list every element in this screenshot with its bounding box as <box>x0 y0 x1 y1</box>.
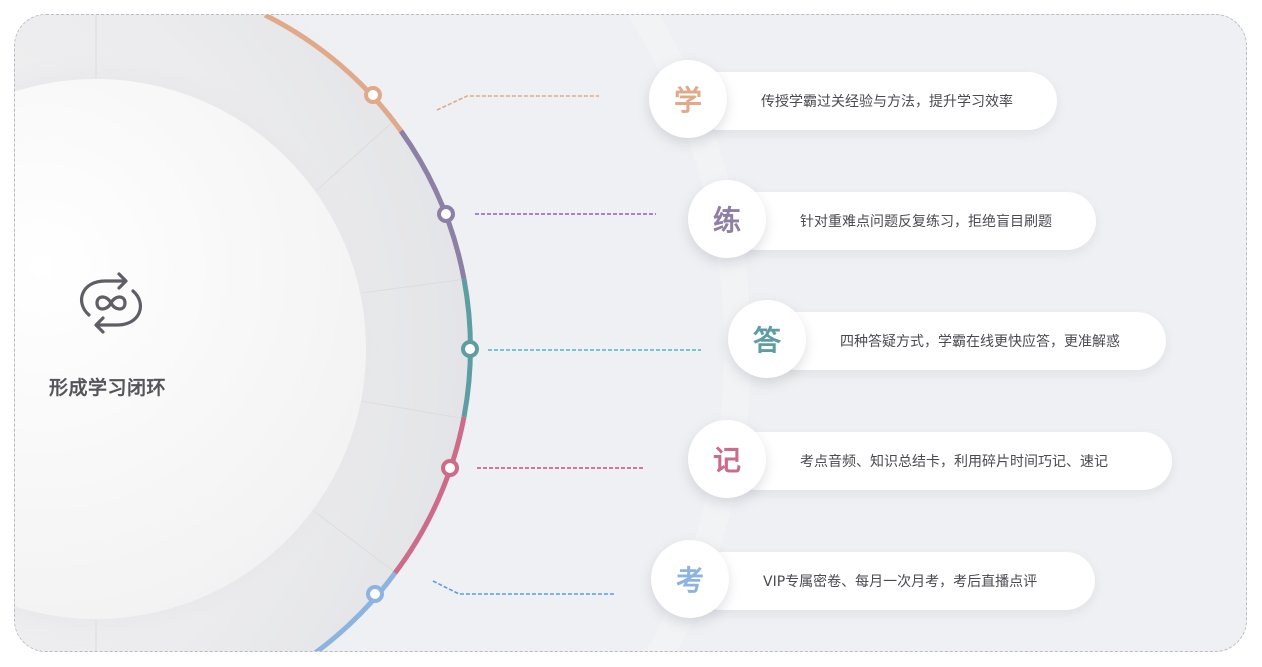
item-description: 四种答疑方式，学霸在线更快应答，更准解惑 <box>840 334 1120 350</box>
badge-learn: 学 <box>649 60 727 138</box>
node-practice <box>437 205 455 223</box>
badge-answer: 答 <box>728 300 806 378</box>
item-description-pill: 传授学霸过关经验与方法，提升学习效率 <box>689 72 1057 130</box>
node-answer <box>461 340 479 358</box>
badge-practice: 练 <box>688 180 766 258</box>
item-description: 传授学霸过关经验与方法，提升学习效率 <box>761 94 1013 110</box>
inner-disc <box>15 79 366 619</box>
diagram-frame: 形成学习闭环 传授学霸过关经验与方法，提升学习效率 学 针对重难点问题反复练习，… <box>14 14 1247 652</box>
item-description-pill: 四种答疑方式，学霸在线更快应答，更准解惑 <box>768 312 1166 370</box>
progress-arc <box>263 15 473 651</box>
item-description: 针对重难点问题反复练习，拒绝盲目刷题 <box>800 214 1052 230</box>
cycle-diagram <box>15 15 751 651</box>
sector-dividers <box>95 15 467 651</box>
item-description: 考点音频、知识总结卡，利用碎片时间巧记、速记 <box>800 454 1108 470</box>
badge-exam: 考 <box>651 540 729 618</box>
node-learn <box>364 86 382 104</box>
item-description-pill: 针对重难点问题反复练习，拒绝盲目刷题 <box>728 192 1096 250</box>
connector-exam <box>432 580 614 595</box>
connector-learn <box>436 95 599 111</box>
center-title: 形成学习闭环 <box>49 377 167 399</box>
item-description-pill: 考点音频、知识总结卡，利用碎片时间巧记、速记 <box>728 432 1172 490</box>
infinity-loop-icon <box>79 272 143 334</box>
badge-memorize: 记 <box>688 420 766 498</box>
item-description-pill: VIP专属密卷、每月一次月考，考后直播点评 <box>691 552 1095 610</box>
node-memorize <box>441 459 459 477</box>
item-description: VIP专属密卷、每月一次月考，考后直播点评 <box>763 574 1038 590</box>
node-exam <box>366 585 384 603</box>
